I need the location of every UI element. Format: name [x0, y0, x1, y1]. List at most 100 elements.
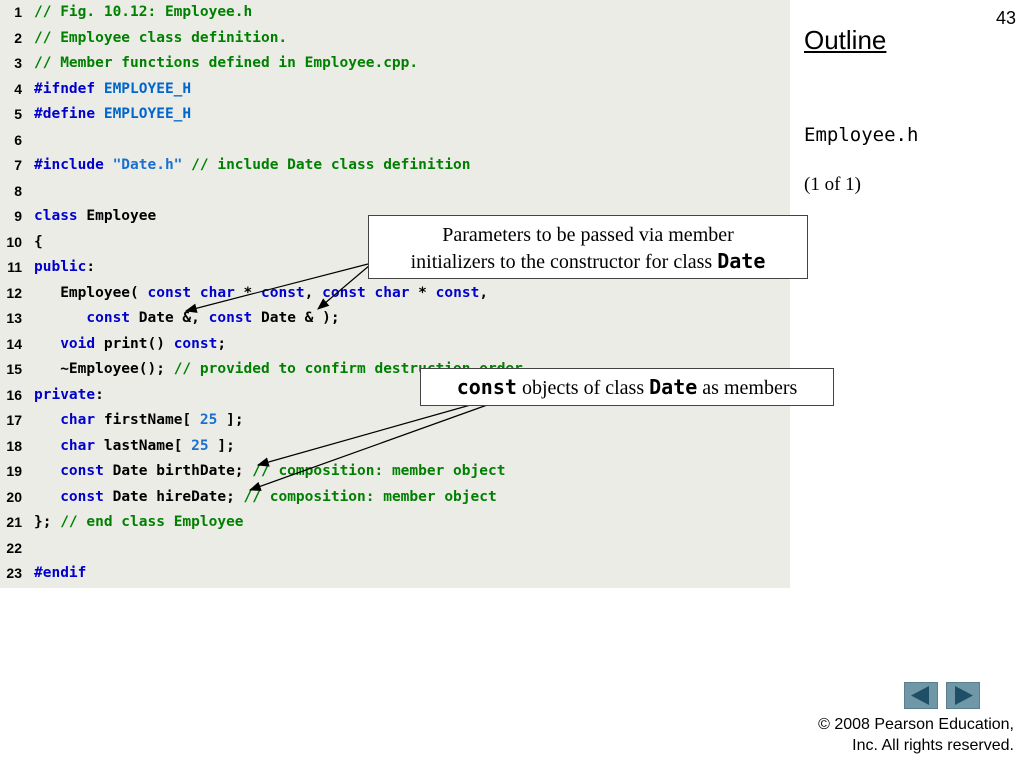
line-code: char firstName[ 25 ];: [34, 408, 244, 433]
copyright-notice: © 2008 Pearson Education, Inc. All right…: [774, 714, 1014, 756]
line-number: 21: [6, 514, 22, 530]
code-token: ,: [304, 284, 323, 301]
line-number: 22: [6, 539, 22, 556]
code-line: 23 #endif: [0, 561, 86, 586]
code-token: const: [261, 284, 305, 301]
line-code: private:: [34, 383, 104, 408]
code-line: 15 ~Employee(); // provided to confirm d…: [0, 357, 522, 382]
code-token: const: [322, 284, 366, 301]
callout-const-code1: const: [456, 375, 517, 399]
code-line: 6: [0, 128, 22, 153]
line-number: 4: [14, 80, 22, 97]
line-code: const Date birthDate; // composition: me…: [34, 459, 505, 484]
line-number: 9: [14, 208, 22, 224]
code-token: [34, 489, 60, 505]
code-token: #define: [34, 106, 104, 122]
code-token: [366, 285, 375, 301]
code-token: :: [86, 259, 96, 275]
callout-parameters-line1: Parameters to be passed via member: [442, 224, 734, 246]
code-token: const: [208, 310, 253, 326]
code-token: const: [435, 284, 480, 301]
code-token: private: [34, 386, 96, 403]
code-token: 25: [191, 437, 209, 454]
line-code: const Date hireDate; // composition: mem…: [34, 485, 497, 510]
previous-slide-button[interactable]: [904, 682, 938, 709]
line-code: // Member functions defined in Employee.…: [34, 51, 418, 76]
code-token: ];: [217, 412, 244, 428]
line-code: void print() const;: [34, 332, 226, 357]
code-token: print(): [95, 335, 174, 352]
line-code: }; // end class Employee: [34, 510, 244, 535]
code-token: [191, 285, 200, 301]
code-token: const: [86, 310, 131, 326]
code-token: [34, 412, 60, 428]
code-line: 18 char lastName[ 25 ];: [0, 434, 234, 459]
line-number: 20: [6, 488, 22, 505]
code-line: 7 #include "Date.h" // include Date class…: [0, 153, 470, 178]
line-number: 13: [6, 310, 22, 326]
triangle-left-icon: [911, 686, 929, 705]
code-line: 2// Employee class definition.: [0, 26, 287, 51]
line-number: 5: [14, 106, 22, 122]
code-token: lastName[: [95, 437, 192, 454]
code-token: const: [147, 284, 192, 301]
callout-const-text2: as members: [697, 377, 798, 399]
code-line: 12 Employee( const char * const, const c…: [0, 281, 488, 306]
code-token: #endif: [34, 565, 87, 581]
line-number: 23: [6, 565, 22, 581]
line-number: 1: [14, 4, 22, 20]
copyright-line2: Inc. All rights reserved.: [852, 737, 1014, 754]
code-token: ,: [479, 284, 489, 301]
code-token: // include Date class definition: [182, 157, 471, 173]
code-token: #include: [34, 157, 113, 173]
code-token: public: [34, 259, 87, 275]
line-code: #define EMPLOYEE_H: [34, 102, 191, 127]
callout-parameters-text: initializers to the constructor for clas…: [410, 251, 718, 273]
code-line: 10{: [0, 230, 42, 255]
code-token: [34, 438, 60, 454]
code-token: class: [34, 208, 78, 224]
code-token: // Member functions defined in Employee.…: [34, 55, 419, 71]
code-line: 13 const Date &, const Date & );: [0, 306, 339, 331]
code-token: // composition: member object: [252, 463, 506, 479]
callout-const-members: const objects of class Date as members: [420, 368, 834, 406]
line-number: 12: [6, 284, 22, 301]
code-token: firstName[: [95, 412, 200, 428]
code-token: Employee: [77, 208, 157, 224]
code-token: EMPLOYEE_H: [103, 106, 192, 122]
code-line: 1// Fig. 10.12: Employee.h: [0, 0, 252, 25]
line-number: 11: [7, 259, 22, 275]
code-token: void: [60, 335, 96, 352]
code-token: "Date.h": [112, 157, 183, 173]
callout-const-code2: Date: [649, 375, 698, 399]
code-line: 22: [0, 536, 22, 561]
line-number: 18: [6, 437, 22, 454]
line-code: class Employee: [34, 204, 156, 229]
code-token: ];: [208, 437, 235, 454]
page-indicator: (1 of 1): [804, 174, 861, 195]
line-code: public:: [34, 255, 95, 280]
line-number: 7: [14, 157, 22, 173]
line-code: // Employee class definition.: [34, 26, 287, 51]
copyright-line1: © 2008 Pearson Education,: [818, 716, 1014, 733]
line-code: Employee( const char * const, const char…: [34, 281, 488, 306]
code-line: 14 void print() const;: [0, 332, 226, 357]
code-line: 17 char firstName[ 25 ];: [0, 408, 243, 433]
line-number: 17: [6, 412, 22, 428]
code-token: char: [199, 284, 235, 301]
callout-parameters-code: Date: [717, 249, 766, 273]
line-code: char lastName[ 25 ];: [34, 434, 235, 459]
code-token: const: [60, 463, 104, 479]
callout-constructor-parameters: Parameters to be passed via member initi…: [368, 215, 808, 279]
code-token: 25: [199, 412, 218, 428]
code-line: 8: [0, 179, 22, 204]
code-line: 9 class Employee: [0, 204, 156, 229]
code-token: ;: [217, 335, 227, 352]
code-line: 3// Member functions defined in Employee…: [0, 51, 418, 76]
outline-link[interactable]: Outline: [804, 25, 887, 55]
line-code: #include "Date.h" // include Date class …: [34, 153, 471, 178]
line-number: 16: [6, 386, 22, 403]
next-slide-button[interactable]: [946, 682, 980, 709]
code-token: char: [374, 284, 410, 301]
code-token: [34, 463, 60, 479]
